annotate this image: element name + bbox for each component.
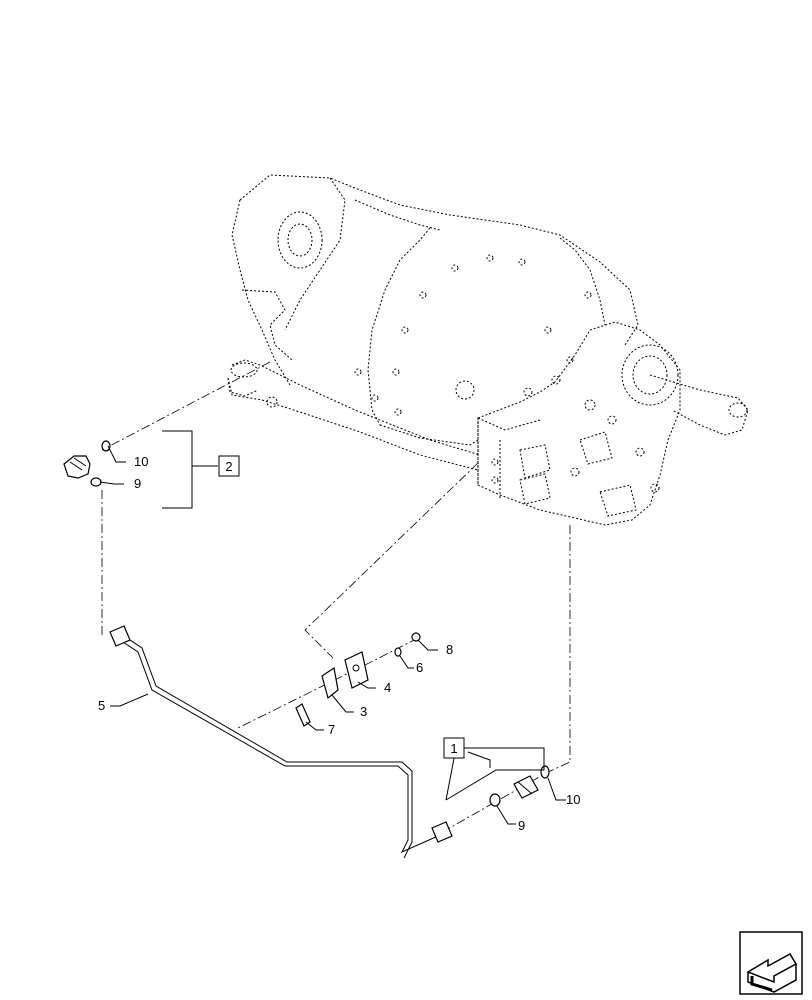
transmission-housing <box>231 174 639 446</box>
seal-10-bottom <box>540 765 550 779</box>
callout-3: 3 <box>360 704 367 719</box>
kit-1-label: 1 <box>450 741 457 756</box>
washer-6 <box>394 647 402 657</box>
valve-block <box>477 321 681 526</box>
kit-2-box <box>218 455 240 477</box>
callout-8: 8 <box>446 642 453 657</box>
axle-beam <box>227 359 749 471</box>
leader-lines <box>99 445 566 825</box>
clamp-half <box>321 666 339 700</box>
callout-6: 6 <box>416 660 423 675</box>
kit-2-bracket <box>162 430 218 509</box>
kit-1-box <box>443 737 465 759</box>
seal-10-top <box>101 440 111 452</box>
next-page-arrow-icon[interactable] <box>739 931 803 995</box>
clamp-bracket <box>344 651 369 689</box>
nut-8 <box>411 632 421 642</box>
callout-9-bottom: 9 <box>518 818 525 833</box>
callout-10-bottom: 10 <box>566 792 580 807</box>
bolt-7 <box>295 703 311 727</box>
callout-4: 4 <box>384 680 391 695</box>
elbow-fitting <box>63 455 91 479</box>
callout-7: 7 <box>328 722 335 737</box>
hydraulic-tube <box>109 625 453 859</box>
callout-10-top: 10 <box>134 454 148 469</box>
adapter-fitting <box>513 775 539 799</box>
seal-9-bottom <box>489 793 501 807</box>
kit-2-label: 2 <box>225 459 232 474</box>
callout-9-top: 9 <box>134 476 141 491</box>
assembly-lines <box>101 361 571 831</box>
callout-5: 5 <box>98 698 105 713</box>
seal-9-top <box>90 477 102 487</box>
